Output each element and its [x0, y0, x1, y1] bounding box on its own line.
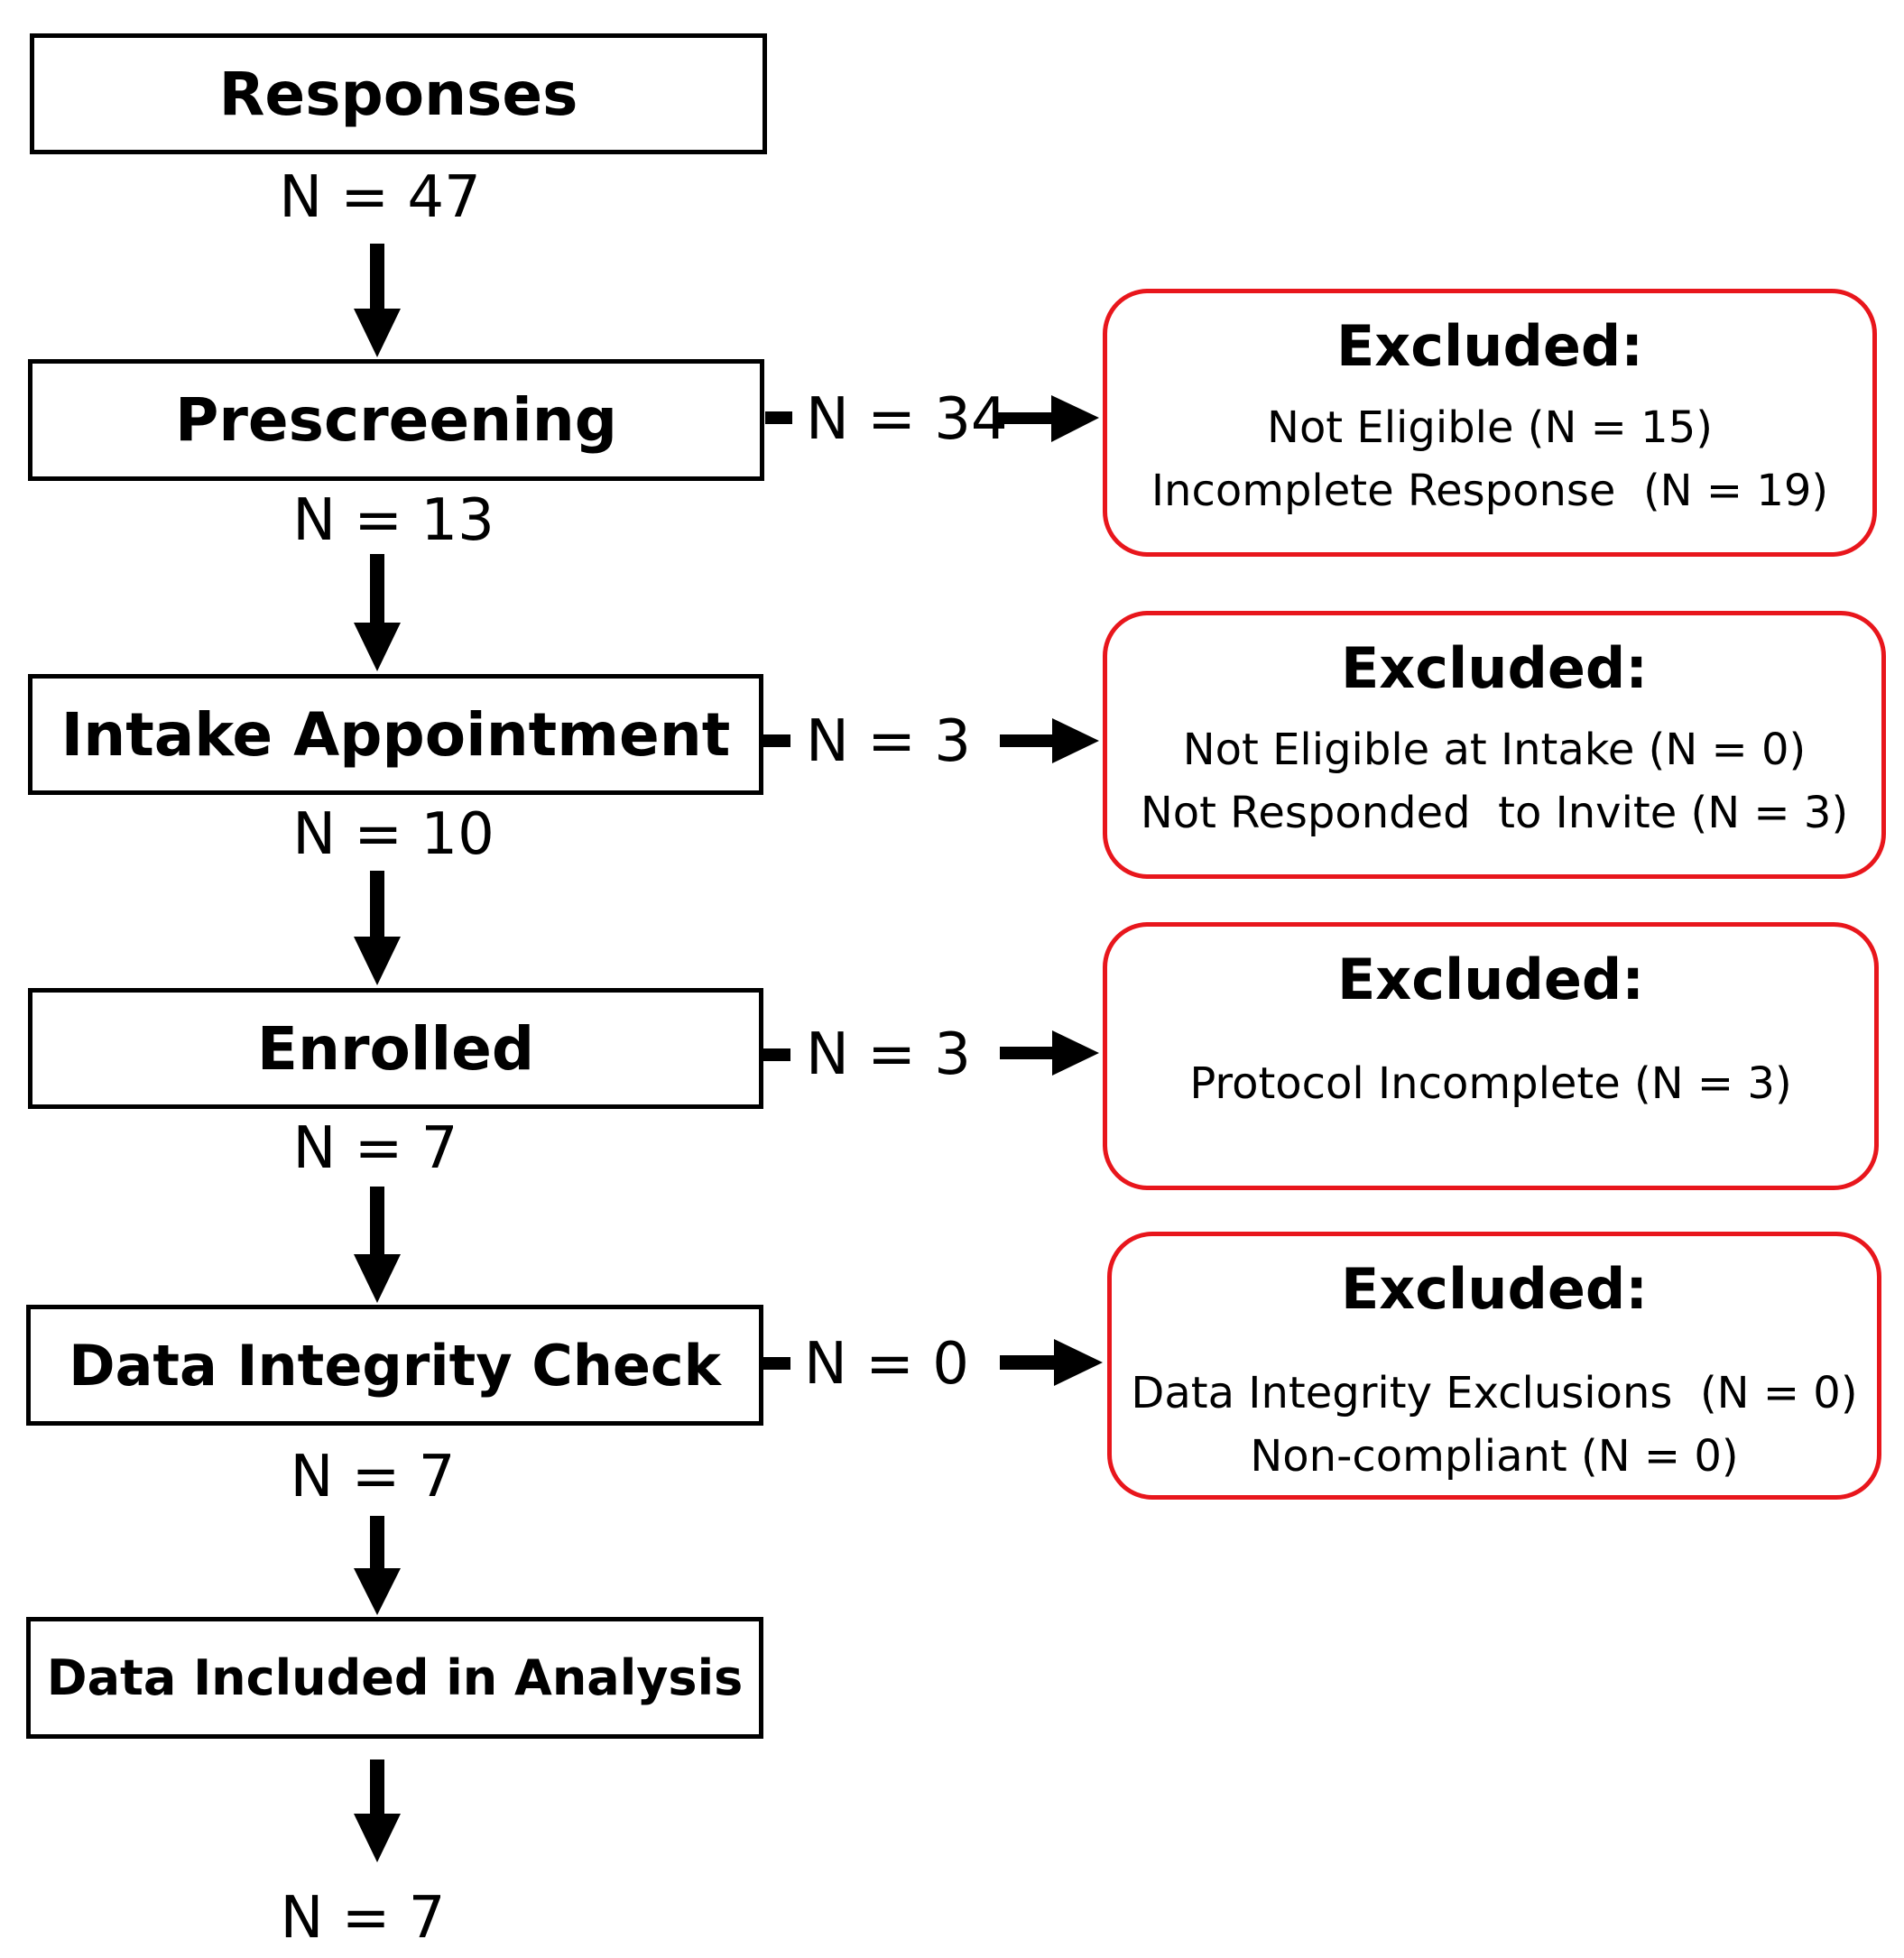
stage-count: N = 13	[292, 487, 494, 554]
down-arrow	[354, 554, 401, 671]
down-arrow	[354, 244, 401, 357]
right-arrow	[1000, 1339, 1103, 1386]
exclusion-reason: Protocol Incomplete (N = 3)	[1189, 1058, 1792, 1109]
stage-label: Prescreening	[174, 385, 617, 455]
exclusion-box-intake: Excluded: Not Eligible at Intake (N = 0)…	[1103, 611, 1886, 879]
stage-box-prescreening: Prescreening	[28, 359, 764, 481]
stage-label: Responses	[218, 59, 578, 129]
exclusion-reason: Not Eligible (N = 15)	[1267, 402, 1713, 453]
exclusion-title: Excluded:	[1336, 313, 1644, 379]
exclusion-count: N = 0	[804, 1331, 969, 1398]
exclusion-count: N = 3	[806, 1021, 971, 1088]
right-arrow	[1000, 718, 1099, 763]
connector-stub	[763, 734, 790, 747]
stage-box-intake-appointment: Intake Appointment	[28, 674, 763, 795]
exclusion-count: N = 34	[806, 386, 1008, 453]
down-arrow	[354, 1187, 401, 1303]
stage-count: N = 7	[292, 1115, 458, 1182]
exclusion-reason: Data Integrity Exclusions (N = 0)	[1131, 1368, 1858, 1418]
down-arrow	[354, 1516, 401, 1615]
stage-box-enrolled: Enrolled	[28, 988, 763, 1109]
exclusion-reason: Non-compliant (N = 0)	[1250, 1431, 1739, 1482]
stage-label: Intake Appointment	[60, 699, 731, 770]
stage-box-data-included-in-analysis: Data Included in Analysis	[26, 1617, 763, 1739]
stage-count: N = 7	[290, 1444, 456, 1510]
stage-box-responses: Responses	[30, 33, 767, 154]
right-arrow	[997, 395, 1099, 442]
stage-label: Data Integrity Check	[69, 1332, 721, 1399]
exclusion-title: Excluded:	[1340, 635, 1649, 701]
exclusion-title: Excluded:	[1336, 947, 1645, 1012]
exclusion-box-enrolled: Excluded: Protocol Incomplete (N = 3)	[1103, 922, 1879, 1190]
exclusion-box-data-integrity: Excluded: Data Integrity Exclusions (N =…	[1107, 1232, 1881, 1500]
stage-label: Data Included in Analysis	[46, 1649, 744, 1706]
exclusion-reason: Incomplete Response (N = 19)	[1151, 466, 1829, 516]
exclusion-reason: Not Eligible at Intake (N = 0)	[1182, 725, 1807, 775]
down-arrow	[354, 1759, 401, 1862]
exclusion-box-prescreening: Excluded: Not Eligible (N = 15) Incomple…	[1103, 289, 1877, 557]
down-arrow	[354, 871, 401, 985]
connector-stub	[763, 1048, 790, 1061]
right-arrow	[1000, 1030, 1099, 1076]
stage-count: N = 10	[292, 801, 494, 868]
connector-stub	[765, 411, 792, 424]
exclusion-count: N = 3	[806, 708, 971, 775]
exclusion-title: Excluded:	[1340, 1256, 1649, 1322]
stage-box-data-integrity-check: Data Integrity Check	[26, 1305, 763, 1426]
stage-label: Enrolled	[256, 1013, 535, 1084]
stage-count: N = 7	[280, 1885, 446, 1952]
exclusion-reason: Not Responded to Invite (N = 3)	[1140, 788, 1849, 838]
stage-count: N = 47	[279, 164, 481, 231]
connector-stub	[763, 1357, 790, 1370]
